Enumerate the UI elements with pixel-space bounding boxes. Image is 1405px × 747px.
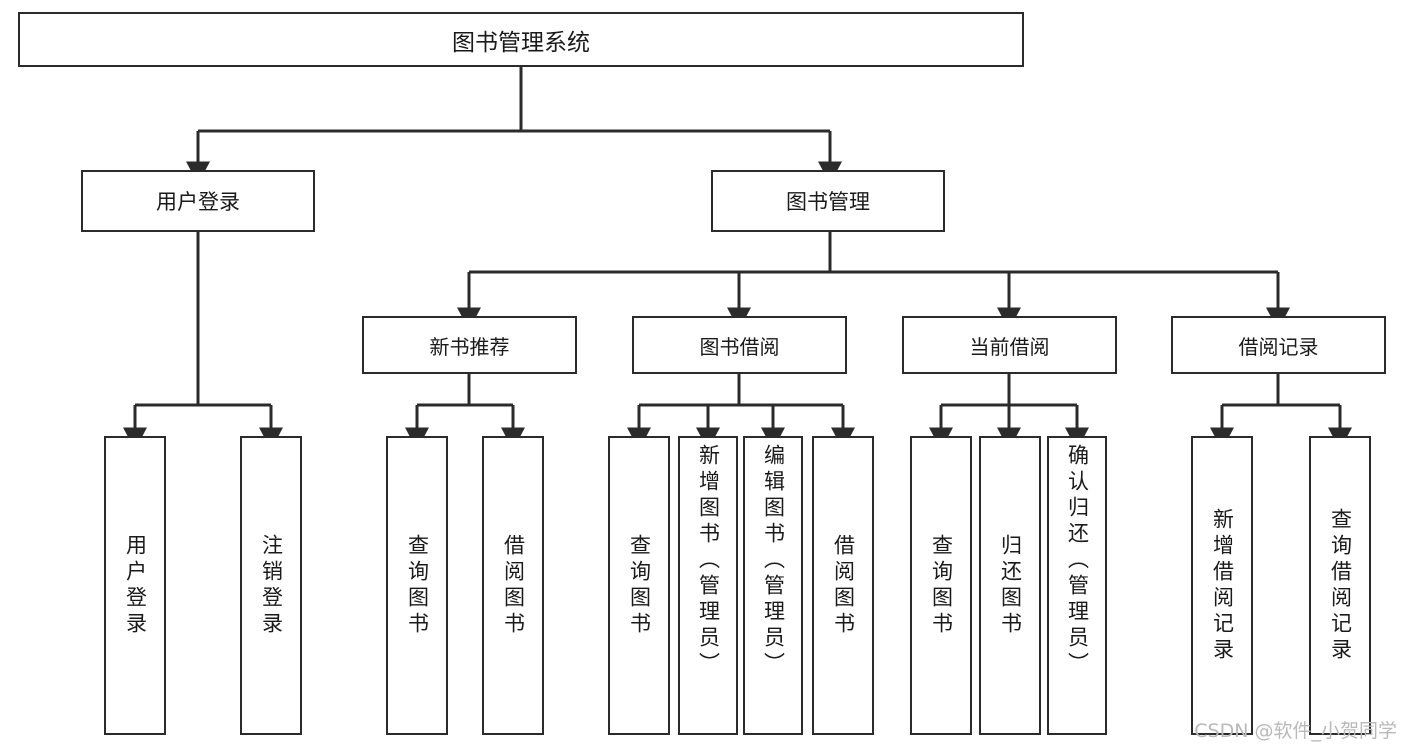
node-current-borrow[interactable]: 当前借阅 <box>902 316 1117 374</box>
leaf-inner: 查询图书 <box>388 438 446 733</box>
leaf-borrow-borrow-book[interactable]: 借阅图书 <box>812 436 874 735</box>
leaf-records-add-record[interactable]: 新增借阅记录 <box>1191 436 1253 735</box>
leaf-inner: 新增借阅记录 <box>1193 438 1251 733</box>
node-borrow-records-label: 借阅记录 <box>1238 334 1319 359</box>
leaf-new-book-query-label: 查询图书 <box>405 533 430 638</box>
leaf-current-return-book[interactable]: 归还图书 <box>979 436 1041 735</box>
leaf-borrow-query-book-label: 查询图书 <box>627 533 652 638</box>
leaf-user-login-logout-label: 注销登录 <box>259 533 284 638</box>
leaf-inner: 新增图书（管理员） <box>680 438 736 739</box>
node-book-management[interactable]: 图书管理 <box>711 170 945 232</box>
node-user-login-label: 用户登录 <box>156 190 240 214</box>
node-book-borrow[interactable]: 图书借阅 <box>632 316 847 374</box>
leaf-inner: 查询借阅记录 <box>1311 438 1369 733</box>
leaf-current-confirm-return[interactable]: 确认归还（管理员） <box>1047 436 1107 735</box>
leaf-current-return-book-label: 归还图书 <box>998 533 1023 638</box>
leaf-borrow-edit-book[interactable]: 编辑图书（管理员） <box>743 436 803 735</box>
leaf-new-book-borrow[interactable]: 借阅图书 <box>482 436 544 735</box>
leaf-current-confirm-return-label: 确认归还（管理员） <box>1065 444 1090 678</box>
leaf-new-book-borrow-label: 借阅图书 <box>501 533 526 638</box>
leaf-inner: 查询图书 <box>610 438 668 733</box>
leaf-borrow-query-book[interactable]: 查询图书 <box>608 436 670 735</box>
node-root-label: 图书管理系统 <box>452 29 590 56</box>
leaf-records-add-record-label: 新增借阅记录 <box>1210 507 1235 664</box>
leaf-inner: 编辑图书（管理员） <box>745 438 801 739</box>
leaf-inner: 查询图书 <box>912 438 970 733</box>
node-borrow-records[interactable]: 借阅记录 <box>1171 316 1386 374</box>
node-book-management-label: 图书管理 <box>786 190 870 214</box>
leaf-borrow-add-book[interactable]: 新增图书（管理员） <box>678 436 738 735</box>
leaf-user-login-login[interactable]: 用户登录 <box>104 436 166 735</box>
watermark: CSDN @软件_小贺同学 <box>1194 720 1397 742</box>
leaf-inner: 确认归还（管理员） <box>1049 438 1105 739</box>
node-user-login[interactable]: 用户登录 <box>81 170 315 232</box>
leaf-borrow-borrow-book-label: 借阅图书 <box>831 533 856 638</box>
leaf-inner: 用户登录 <box>106 438 164 733</box>
leaf-user-login-logout[interactable]: 注销登录 <box>240 436 302 735</box>
leaf-inner: 借阅图书 <box>484 438 542 733</box>
leaf-inner: 注销登录 <box>242 438 300 733</box>
node-book-borrow-label: 图书借阅 <box>699 334 780 359</box>
leaf-user-login-login-label: 用户登录 <box>123 533 148 638</box>
node-new-book-recommend-label: 新书推荐 <box>429 334 510 359</box>
leaf-new-book-query[interactable]: 查询图书 <box>386 436 448 735</box>
leaf-records-query-record[interactable]: 查询借阅记录 <box>1309 436 1371 735</box>
leaf-current-query-book-label: 查询图书 <box>929 533 954 638</box>
node-root-system[interactable]: 图书管理系统 <box>18 12 1024 67</box>
leaf-inner: 归还图书 <box>981 438 1039 733</box>
node-current-borrow-label: 当前借阅 <box>969 334 1050 359</box>
leaf-borrow-edit-book-label: 编辑图书（管理员） <box>761 444 786 678</box>
leaf-records-query-record-label: 查询借阅记录 <box>1328 507 1353 664</box>
node-new-book-recommend[interactable]: 新书推荐 <box>362 316 577 374</box>
leaf-current-query-book[interactable]: 查询图书 <box>910 436 972 735</box>
leaf-inner: 借阅图书 <box>814 438 872 733</box>
leaf-borrow-add-book-label: 新增图书（管理员） <box>696 444 721 678</box>
